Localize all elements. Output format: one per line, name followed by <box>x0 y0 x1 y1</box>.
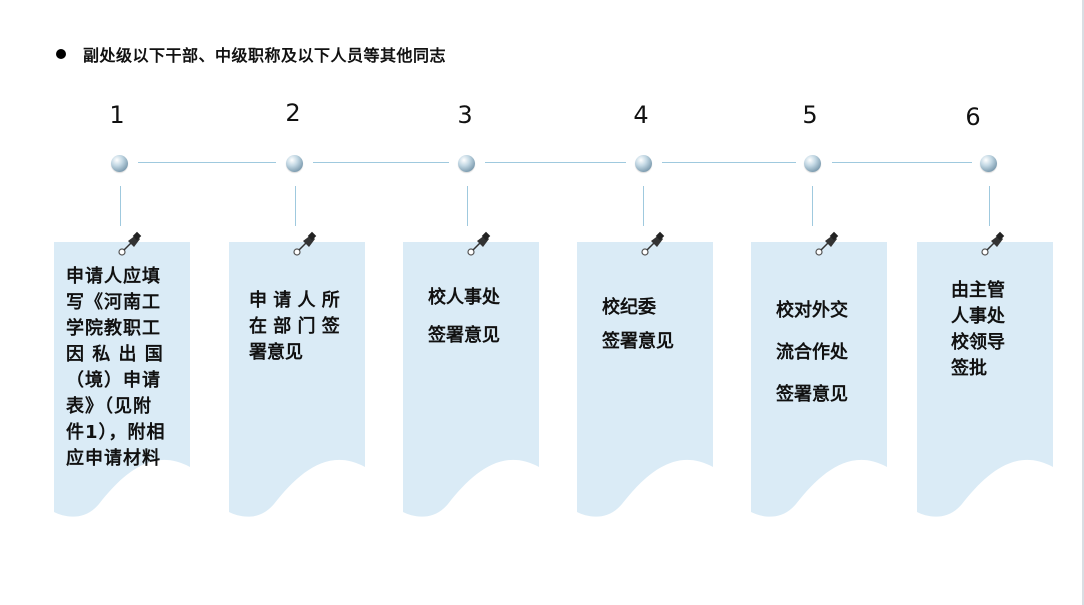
timeline-node <box>286 155 303 172</box>
card-background <box>54 242 190 517</box>
step-description: 由主管 人事处 校领导 签批 <box>951 280 1005 379</box>
pushpin-icon <box>641 231 665 256</box>
card-background <box>577 242 713 517</box>
timeline-node <box>458 155 475 172</box>
step-connector <box>295 186 296 226</box>
step-number: 6 <box>965 103 981 131</box>
pushpin-icon <box>293 231 317 256</box>
step-number: 4 <box>633 101 649 129</box>
step-description: 申请人应填 写《河南工 学院教职工 因 私 出 国 （境）申请 表》（见附 件1… <box>66 266 166 469</box>
timeline-node <box>980 155 997 172</box>
timeline-node <box>804 155 821 172</box>
pushpin-icon <box>815 231 839 256</box>
card-background <box>403 242 539 517</box>
step-card: 申 请 人 所 在 部 门 签 署意见 <box>229 231 365 524</box>
card-background <box>917 242 1053 517</box>
step-connector <box>643 186 644 226</box>
step-card: 校人事处 签署意见 <box>403 231 539 524</box>
step-number: 3 <box>457 101 473 129</box>
step-description: 申 请 人 所 在 部 门 签 署意见 <box>249 290 340 363</box>
timeline-connector <box>138 162 276 163</box>
step-description: 校纪委 签署意见 <box>602 297 674 352</box>
timeline-connector <box>313 162 449 163</box>
heading-text: 副处级以下干部、中级职称及以下人员等其他同志 <box>83 46 447 65</box>
step-connector <box>812 186 813 226</box>
timeline-connector <box>485 162 626 163</box>
card-background <box>751 242 887 517</box>
timeline-connector <box>662 162 796 163</box>
window-edge <box>1082 0 1084 605</box>
step-description: 校对外交 流合作处 签署意见 <box>776 300 848 405</box>
pushpin-icon <box>118 231 142 256</box>
step-card: 校对外交 流合作处 签署意见 <box>751 231 887 524</box>
step-connector <box>467 186 468 226</box>
step-connector <box>989 186 990 226</box>
step-number: 1 <box>109 101 125 129</box>
bullet-icon <box>56 49 66 59</box>
step-connector <box>120 186 121 226</box>
step-card: 校纪委 签署意见 <box>577 231 713 524</box>
section-heading: 副处级以下干部、中级职称及以下人员等其他同志 <box>56 42 446 66</box>
card-background <box>229 242 365 517</box>
step-card: 由主管 人事处 校领导 签批 <box>917 231 1053 524</box>
pushpin-icon <box>467 231 491 256</box>
step-card: 申请人应填 写《河南工 学院教职工 因 私 出 国 （境）申请 表》（见附 件1… <box>54 231 190 524</box>
step-number: 2 <box>285 99 301 127</box>
step-description: 校人事处 签署意见 <box>428 287 500 346</box>
timeline-node <box>111 155 128 172</box>
timeline-node <box>635 155 652 172</box>
pushpin-icon <box>981 231 1005 256</box>
step-number: 5 <box>802 101 818 129</box>
timeline-connector <box>832 162 972 163</box>
